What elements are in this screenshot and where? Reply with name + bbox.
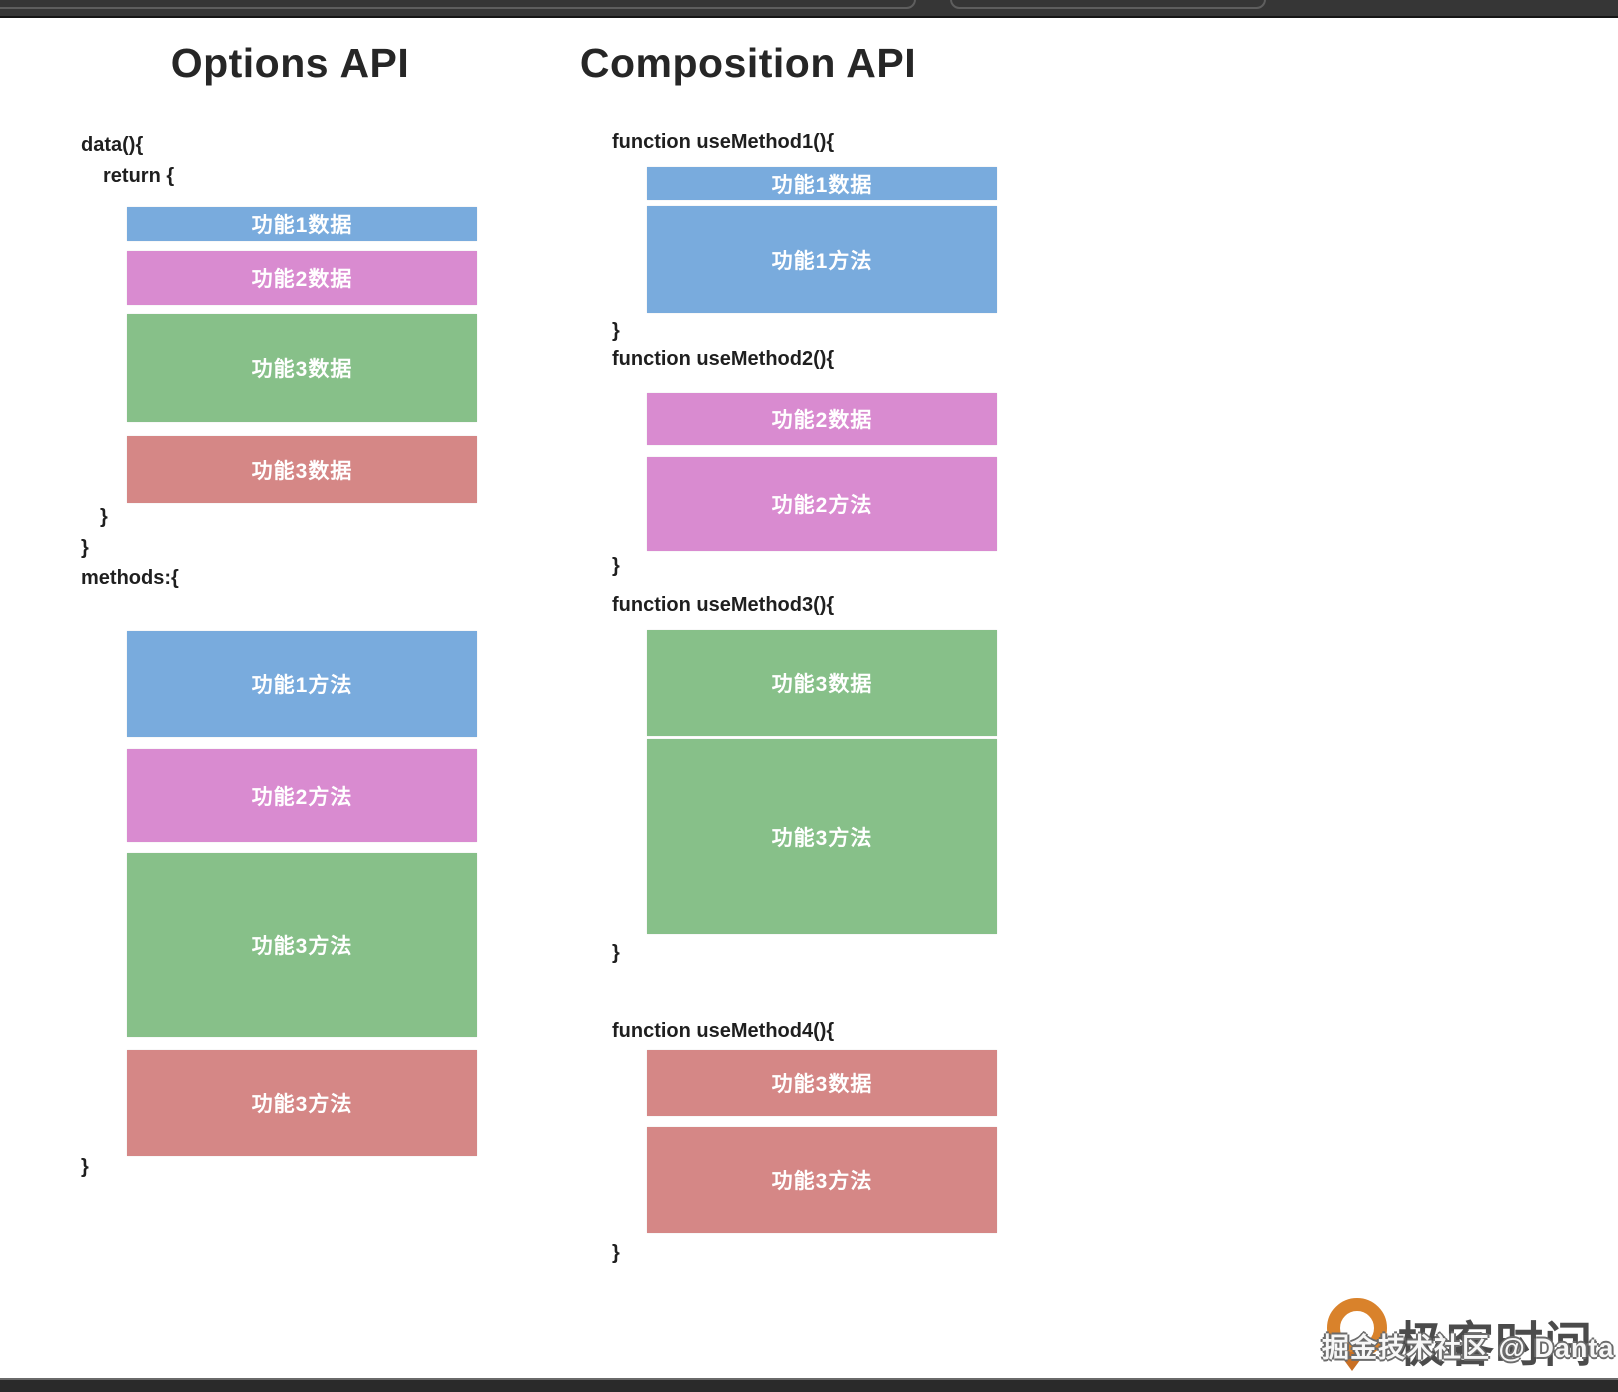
geektime-logo-text: 极客时间	[1397, 1319, 1594, 1372]
code-usemethod2-open: function useMethod2(){	[612, 348, 835, 370]
code-usemethod1-open: function useMethod1(){	[612, 131, 835, 153]
usemethod3-method-block: 功能3方法	[647, 739, 997, 934]
feature3-method-block: 功能3方法	[127, 853, 477, 1037]
feature-block-label: 功能3方法	[771, 826, 873, 850]
code-usemethod1-close: }	[612, 320, 620, 342]
code-data-open: data(){	[81, 134, 144, 156]
feature-block-label: 功能2数据	[251, 268, 353, 291]
code-usemethod4-open: function useMethod4(){	[612, 1020, 835, 1042]
browser-addressbar-shape	[950, 0, 1266, 9]
feature3-data-block: 功能3数据	[127, 314, 477, 422]
window-top-bar	[0, 0, 1618, 18]
code-usemethod2-close: }	[612, 555, 620, 577]
feature-block-label: 功能3方法	[771, 1170, 873, 1193]
feature-block-label: 功能1方法	[771, 249, 873, 273]
code-usemethod4-close: }	[612, 1242, 620, 1264]
usemethod3-data-block: 功能3数据	[647, 630, 997, 736]
feature-block-label: 功能1方法	[251, 674, 353, 697]
composition-api-title: Composition API	[579, 40, 917, 86]
feature-block-label: 功能3数据	[251, 459, 353, 483]
usemethod4-method-block: 功能3方法	[647, 1127, 997, 1233]
feature-block-label: 功能2方法	[251, 785, 353, 809]
usemethod4-data-block: 功能3数据	[647, 1050, 997, 1116]
feature-block-label: 功能3数据	[771, 1073, 873, 1096]
code-usemethod3-close: }	[612, 942, 620, 964]
feature-block-label: 功能2方法	[771, 494, 873, 517]
code-usemethod3-open: function useMethod3(){	[612, 594, 835, 616]
browser-tab-shape	[0, 0, 916, 9]
usemethod1-data-block: 功能1数据	[647, 167, 997, 200]
feature2-data-block: 功能2数据	[127, 251, 477, 305]
options-api-title: Options API	[170, 40, 410, 86]
usemethod2-method-block: 功能2方法	[647, 457, 997, 551]
feature1-method-block: 功能1方法	[127, 631, 477, 737]
feature1-data-block: 功能1数据	[127, 207, 477, 241]
window-bottom-bar	[0, 1378, 1618, 1392]
feature-block-label: 功能1数据	[771, 173, 873, 197]
feature-block-label: 功能1数据	[251, 214, 353, 237]
feature-block-label: 功能3方法	[251, 935, 353, 958]
code-methods-open: methods:{	[81, 567, 179, 589]
code-data-close: }	[81, 537, 89, 559]
feature-block-label: 功能2数据	[771, 409, 873, 432]
feature-block-label: 功能3方法	[251, 1093, 353, 1116]
feature4-data-block: 功能3数据	[127, 436, 477, 503]
feature2-method-block: 功能2方法	[127, 749, 477, 842]
usemethod2-data-block: 功能2数据	[647, 393, 997, 445]
feature-block-label: 功能3数据	[771, 673, 873, 696]
geektime-logo-tail-icon	[1338, 1352, 1366, 1371]
code-methods-close: }	[81, 1156, 89, 1178]
feature-block-label: 功能3数据	[251, 358, 353, 381]
feature4-method-block: 功能3方法	[127, 1050, 477, 1156]
code-return-open: return {	[103, 165, 175, 187]
code-return-close: }	[100, 506, 108, 528]
community-watermark-text: 掘金技术社区 @ Danta	[1322, 1333, 1615, 1363]
usemethod1-method-block: 功能1方法	[647, 206, 997, 313]
